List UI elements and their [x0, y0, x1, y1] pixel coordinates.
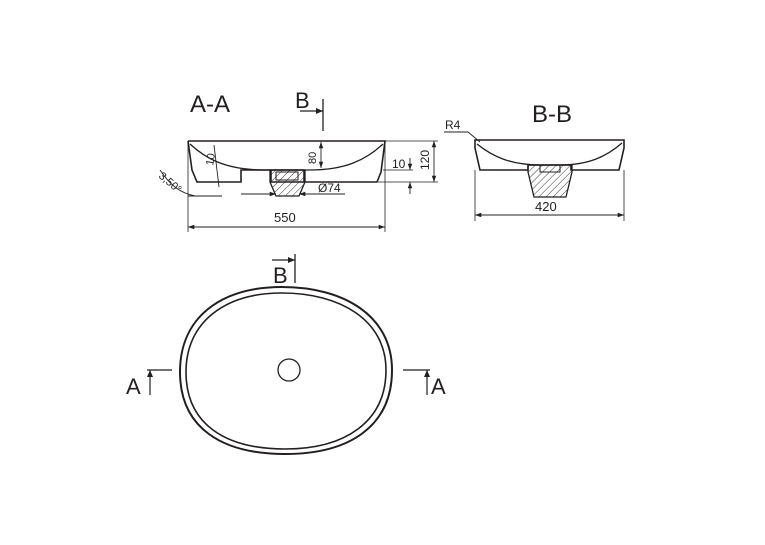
cut-marker-a-left: A	[126, 369, 172, 399]
dimension-drain-diameter-label: Ø74	[318, 181, 341, 195]
cut-marker-a-right: A	[403, 369, 446, 399]
basin-outline-inner	[185, 292, 387, 450]
dimension-bowl-depth: 80	[307, 142, 324, 168]
section-bb-title: B-B	[532, 101, 572, 128]
dimension-total-height-label: 120	[418, 150, 432, 170]
dimension-overall-length: 550	[187, 141, 386, 232]
dimension-rim-thickness-label: 10	[392, 157, 406, 171]
basin-profile-bb	[474, 139, 625, 198]
dimension-wall-thickness-label: 10	[204, 152, 218, 166]
drain-section-bb	[527, 164, 573, 198]
cut-marker-b-top: B	[295, 88, 324, 131]
dimension-bowl-depth-label: 80	[307, 152, 319, 164]
cut-marker-b-top-label: B	[295, 88, 310, 113]
cut-marker-b-plan-label: B	[273, 263, 288, 288]
section-aa-view: A-A B 3,50° 10	[156, 88, 438, 232]
dimension-overall-width-label: 420	[535, 199, 557, 214]
dimension-angle-label: 3,50°	[156, 170, 183, 196]
dimension-overall-length-label: 550	[274, 210, 296, 225]
drain-section-aa	[269, 169, 306, 197]
dimension-rim-thickness: 10	[378, 157, 413, 194]
dimension-inner-radius-label: R4	[445, 118, 461, 132]
dimension-inner-radius: R4	[444, 118, 481, 143]
dimension-drain-diameter: Ø74	[241, 181, 345, 197]
basin-profile-aa	[187, 140, 386, 197]
cut-marker-a-right-label: A	[431, 374, 446, 399]
section-bb-view: B-B R4 420	[444, 101, 625, 221]
dimension-wall-thickness: 10	[204, 144, 220, 188]
section-aa-title: A-A	[190, 91, 230, 118]
dimension-angle: 3,50°	[156, 169, 222, 197]
plan-view: B A A	[126, 254, 446, 456]
dimension-overall-width: 420	[474, 170, 625, 221]
dimension-total-height: 120	[385, 140, 438, 183]
basin-outline-outer	[178, 285, 394, 456]
cut-marker-b-plan: B	[272, 254, 296, 288]
cut-marker-a-left-label: A	[126, 374, 141, 399]
drain-hole	[277, 358, 301, 382]
